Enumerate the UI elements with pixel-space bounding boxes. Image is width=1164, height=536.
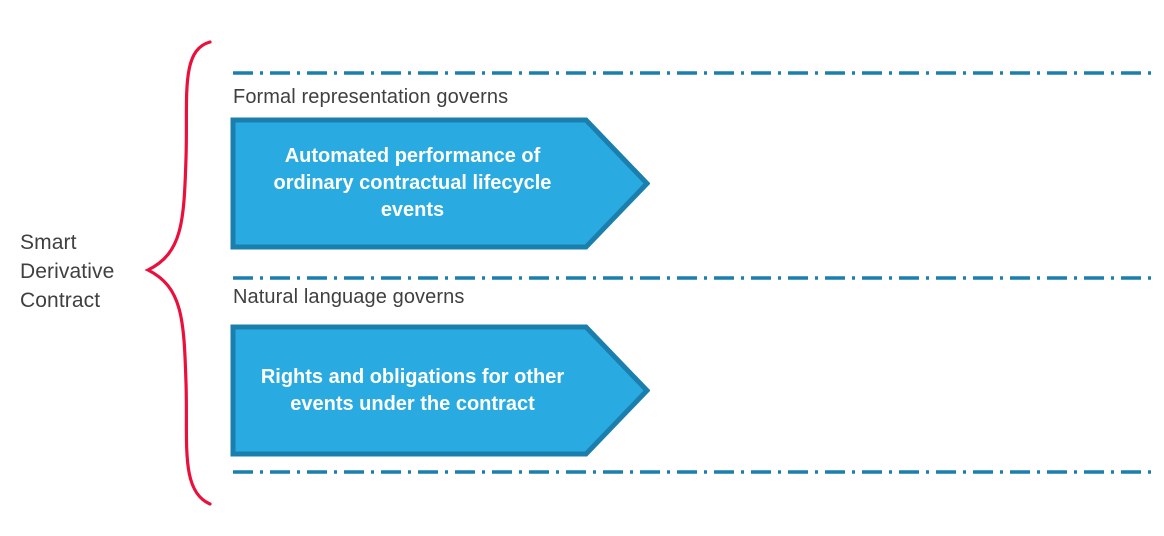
arrow-label-automated-performance: Automated performance of ordinary contra… (273, 145, 552, 221)
arrow-block-automated-performance: Automated performance of ordinary contra… (230, 117, 650, 250)
divider-top (233, 68, 1155, 75)
group-label: Smart Derivative Contract (20, 231, 115, 312)
section-caption-formal-representation: Formal representation governs (233, 86, 509, 108)
section-caption-natural-language: Natural language governs (233, 286, 465, 308)
curly-brace-icon (144, 40, 212, 506)
arrow-block-rights-obligations: Rights and obligations for other events … (230, 324, 650, 457)
divider-middle (233, 273, 1155, 280)
arrow-label-rights-obligations: Rights and obligations for other events … (260, 365, 565, 415)
divider-bottom (233, 467, 1155, 474)
arrow-shape (230, 324, 650, 457)
arrow-shape (230, 117, 650, 250)
